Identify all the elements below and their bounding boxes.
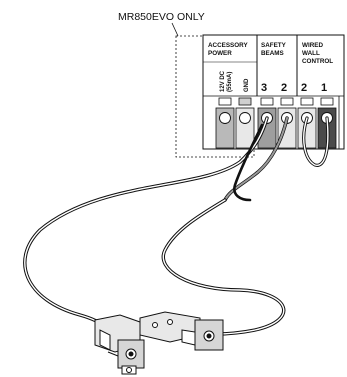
terminal-12v-label-line2: (55mA) [227, 72, 233, 92]
safety-beams-header-line1: SAFETY [261, 42, 287, 49]
safety-beams-header-line2: BEAMS [261, 50, 284, 57]
terminal-block: ACCESSORY POWER SAFETY BEAMS WIRED WALL … [202, 34, 345, 150]
safety-beam-sensor-left [94, 314, 145, 375]
wired-wall-control-header-line1: WIRED [302, 42, 323, 49]
wall-control-terminal-1-label: 1 [321, 82, 327, 94]
accessory-power-dashed-outline [175, 35, 255, 158]
accessory-power-header-line2: POWER [208, 50, 232, 57]
safety-beams-terminal-2-label: 2 [281, 82, 287, 94]
safety-beams-terminal-3-label: 3 [261, 82, 267, 94]
terminal-12v-label-line1: 12V DC [220, 70, 226, 92]
safety-beam-sensor-right [139, 311, 224, 351]
terminal-gnd-label: GND [244, 78, 250, 92]
wired-wall-control-header-line2: WALL [302, 50, 320, 57]
note-leader-line [171, 22, 179, 37]
wiring [23, 116, 330, 347]
wall-control-terminal-2-label: 2 [301, 82, 307, 94]
mr850evo-only-note: MR850EVO ONLY [118, 11, 205, 23]
terminal-slots [218, 97, 334, 106]
accessory-power-header-line1: ACCESSORY [208, 42, 248, 49]
wired-wall-control-header-line3: CONTROL [302, 58, 333, 65]
